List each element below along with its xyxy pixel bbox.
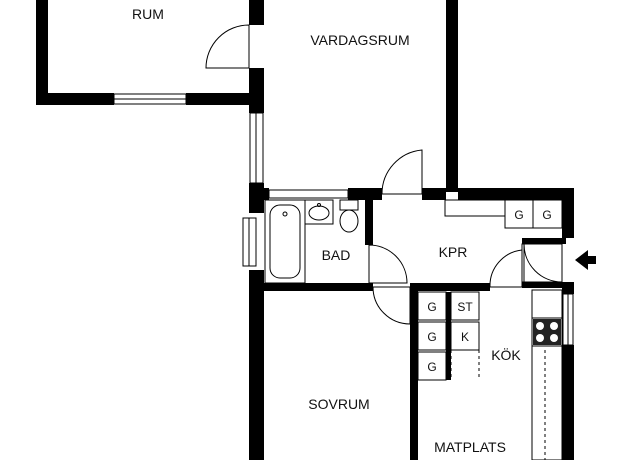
kitchen-counter: [531, 289, 563, 460]
wall-left-outer-3: [249, 270, 264, 460]
wall-rum-bottom-right: [186, 93, 264, 105]
wall-bath-right: [365, 200, 373, 245]
wall-kpr-hall: [522, 238, 566, 244]
doors: [205, 24, 563, 325]
label-wardrobe-g2: G: [542, 208, 551, 222]
kpr-wardrobes: [444, 199, 563, 229]
entrance-arrow-icon: [575, 250, 596, 270]
door-kitchen: [489, 249, 523, 288]
wall-rum-vardagsrum-top: [249, 0, 264, 25]
wall-bath-bottom: [249, 283, 373, 291]
storage-divider: [446, 292, 451, 380]
walls: [36, 0, 574, 460]
door-bath: [368, 244, 408, 284]
label-closet-st: ST: [457, 300, 473, 314]
door-kpr-top: [381, 149, 423, 195]
wardrobe-g2: [532, 199, 563, 229]
label-closet-g1: G: [427, 300, 436, 314]
room-label-kok: KÖK: [491, 346, 521, 363]
label-closet-g3: G: [427, 360, 436, 374]
room-label-bad: BAD: [322, 247, 351, 263]
windows: [113, 93, 574, 346]
wall-kpr-top-3: [488, 188, 574, 200]
wall-rum-vardagsrum-bottom: [249, 68, 264, 105]
fridge-k: [450, 321, 480, 351]
toilet-icon: [339, 199, 359, 211]
bathtub-icon: [264, 199, 306, 284]
wall-rum-left: [36, 0, 48, 105]
wall-left-outer-1: [249, 105, 264, 113]
label-wardrobe-g1: G: [514, 208, 523, 222]
door-entrance: [523, 243, 563, 283]
wall-kpr-top-1: [422, 188, 446, 200]
label-closet-g2: G: [427, 330, 436, 344]
kitchen-storage: [417, 291, 480, 381]
room-label-vardagsrum: VARDAGSRUM: [310, 32, 409, 48]
room-label-rum: RUM: [132, 6, 164, 22]
wall-right-outer-1: [562, 188, 574, 238]
wall-bath-top-2: [348, 188, 382, 200]
wall-kpr-top-2: [458, 188, 488, 200]
door-rum: [205, 24, 250, 69]
closet-st: [450, 291, 480, 321]
door-sovrum: [372, 286, 411, 325]
wall-kitchen-top: [410, 283, 490, 291]
counter: [531, 289, 563, 460]
shelf-top: [444, 199, 506, 217]
wall-vardagsrum-right: [446, 0, 458, 192]
sink-icon: [304, 199, 334, 225]
bathroom-fixtures: [264, 199, 359, 284]
window-bath-top: [268, 189, 349, 199]
wall-kitchen-left: [410, 283, 418, 460]
wall-rum-bottom-left: [36, 93, 114, 105]
room-label-sovrum: SOVRUM: [308, 396, 369, 412]
wall-kpr-hall-lower: [522, 282, 566, 288]
wall-bath-top-1: [249, 188, 269, 200]
room-label-matplats: MATPLATS: [434, 439, 506, 455]
wall-right-outer-3: [562, 345, 574, 460]
room-label-kpr: KPR: [439, 244, 468, 260]
label-fridge-k: K: [461, 330, 469, 344]
